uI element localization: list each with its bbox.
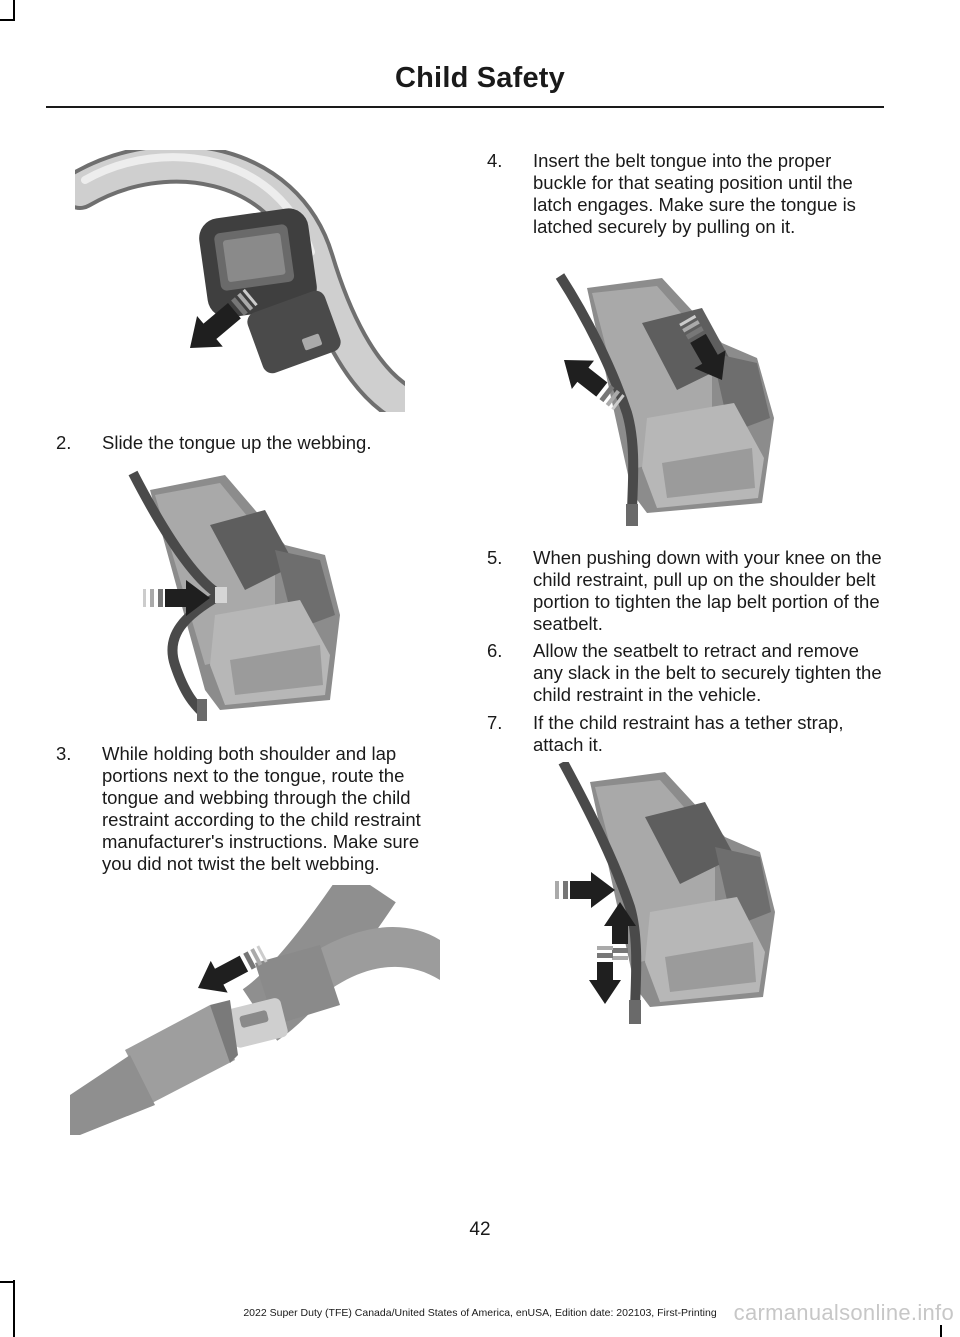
figure-belt-tongue [75,150,405,412]
crop-mark [13,0,15,20]
crop-mark [0,19,15,21]
arrow-icon [190,288,258,348]
crop-mark [13,1280,15,1337]
step-text: Insert the belt tongue into the proper b… [533,150,856,237]
footer-edition-text: 2022 Super Duty (TFE) Canada/United Stat… [243,1307,717,1319]
figure-child-seat-buckle [552,268,782,528]
arrow-icon [564,360,625,411]
arrow-icon [198,945,268,993]
figure-child-seat-slide [125,465,355,725]
arrow-icon [679,314,726,380]
step-number: 7. [487,712,503,733]
arrow-icon [143,580,210,616]
arrow-icon [589,946,621,1004]
page-title: Child Safety [395,62,565,94]
step-number: 3. [56,743,72,764]
step-text: When pushing down with your knee on the … [533,547,882,634]
step-text: If the child restraint has a tether stra… [533,712,844,755]
step-number: 4. [487,150,503,171]
page-number: 42 [469,1219,491,1240]
step-number: 5. [487,547,503,568]
step-3: 3. While holding both shoulder and lap p… [56,743,451,875]
step-number: 2. [56,432,72,453]
figure-belt-buckle [70,885,442,1135]
step-text: Slide the tongue up the webbing. [102,432,372,453]
step-5: 5. When pushing down with your knee on t… [487,547,882,635]
step-text: Allow the seatbelt to retract and remove… [533,640,882,705]
header-divider [46,106,884,108]
crop-mark [0,1281,15,1283]
arrow-icon [604,902,636,960]
step-4: 4. Insert the belt tongue into the prope… [487,150,882,238]
tongue-icon [199,208,341,374]
watermark[interactable]: carmanualsonline.info [733,1300,954,1325]
step-text: While holding both shoulder and lap port… [102,743,421,874]
step-6: 6. Allow the seatbelt to retract and rem… [487,640,882,706]
step-number: 6. [487,640,503,661]
arrow-icon [555,872,615,908]
step-2: 2. Slide the tongue up the webbing. [56,432,451,454]
crop-mark [940,1325,942,1337]
step-7: 7. If the child restraint has a tether s… [487,712,882,756]
figure-child-seat-tighten [555,762,780,1027]
